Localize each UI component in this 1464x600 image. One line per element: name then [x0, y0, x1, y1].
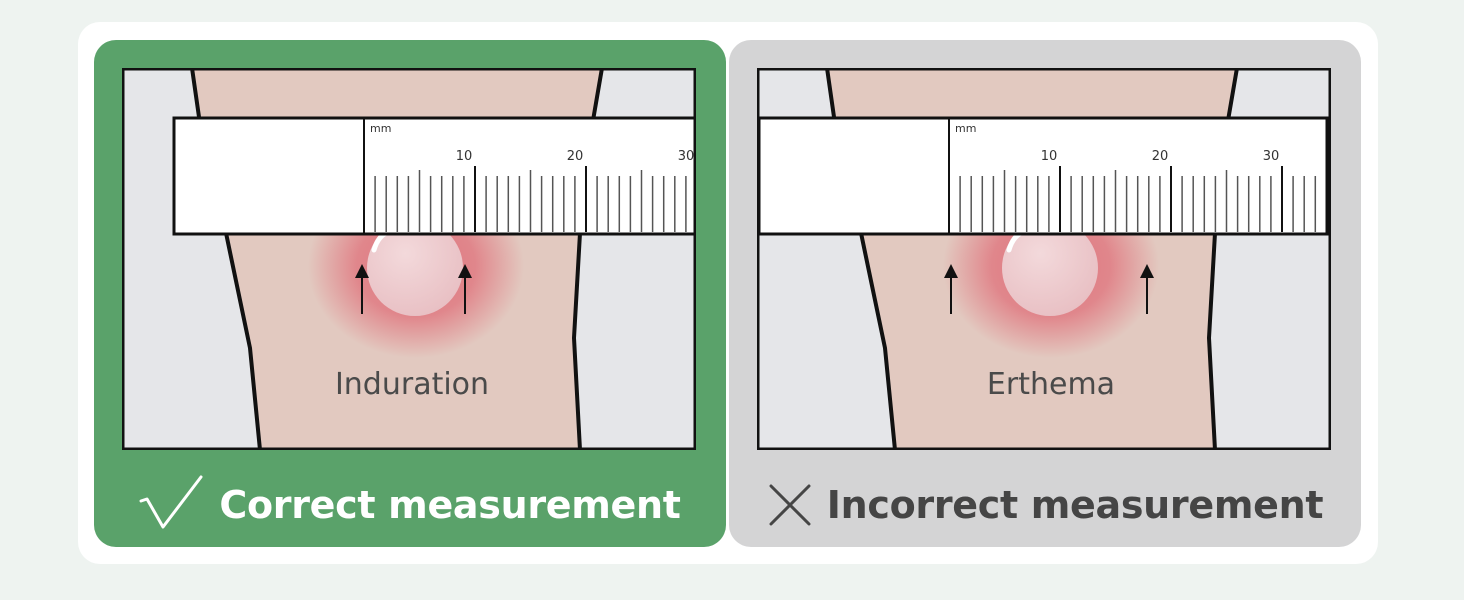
- correct-measurement-illustration: mm 10 20 30 Induration: [122, 68, 696, 450]
- ruler-ticks: [959, 166, 1317, 232]
- ruler-number-10: 10: [1041, 149, 1058, 164]
- correct-measurement-panel: mm 10 20 30 Induration Correct measureme…: [94, 40, 726, 547]
- check-mark-icon: [139, 475, 203, 529]
- incorrect-measurement-panel: mm 10 20 30 Erthema Incorrect measuremen…: [729, 40, 1361, 547]
- ruler-number-30: 30: [1263, 149, 1280, 164]
- region-label: Erthema: [987, 367, 1115, 402]
- caption-text: Incorrect measurement: [826, 483, 1324, 527]
- incorrect-caption: Incorrect measurement: [729, 470, 1361, 540]
- incorrect-measurement-illustration: mm 10 20 30 Erthema: [757, 68, 1331, 450]
- ruler: mm 10 20 30: [757, 116, 1329, 236]
- measurement-arrow-left: [944, 264, 958, 314]
- induration-bump: [1002, 220, 1098, 316]
- ruler-ticks: [374, 166, 687, 232]
- caption-text: Correct measurement: [219, 483, 681, 527]
- ruler-body: [172, 116, 696, 236]
- ruler-body: [757, 116, 1329, 236]
- induration-bump: [367, 220, 463, 316]
- ruler-number-10: 10: [456, 149, 473, 164]
- x-mark-icon: [769, 484, 811, 526]
- ruler-unit-label: mm: [955, 122, 976, 135]
- ruler-unit-label: mm: [370, 122, 391, 135]
- region-label: Induration: [335, 367, 489, 402]
- ruler-number-30: 30: [678, 149, 695, 164]
- measurement-arrow-right: [458, 264, 472, 314]
- ruler-number-20: 20: [567, 149, 584, 164]
- measurement-arrow-right: [1140, 264, 1154, 314]
- measurement-arrow-left: [355, 264, 369, 314]
- ruler: mm 10 20 30: [172, 116, 696, 236]
- correct-caption: Correct measurement: [94, 470, 726, 540]
- comparison-card: mm 10 20 30 Induration Correct measureme…: [78, 22, 1378, 564]
- ruler-number-20: 20: [1152, 149, 1169, 164]
